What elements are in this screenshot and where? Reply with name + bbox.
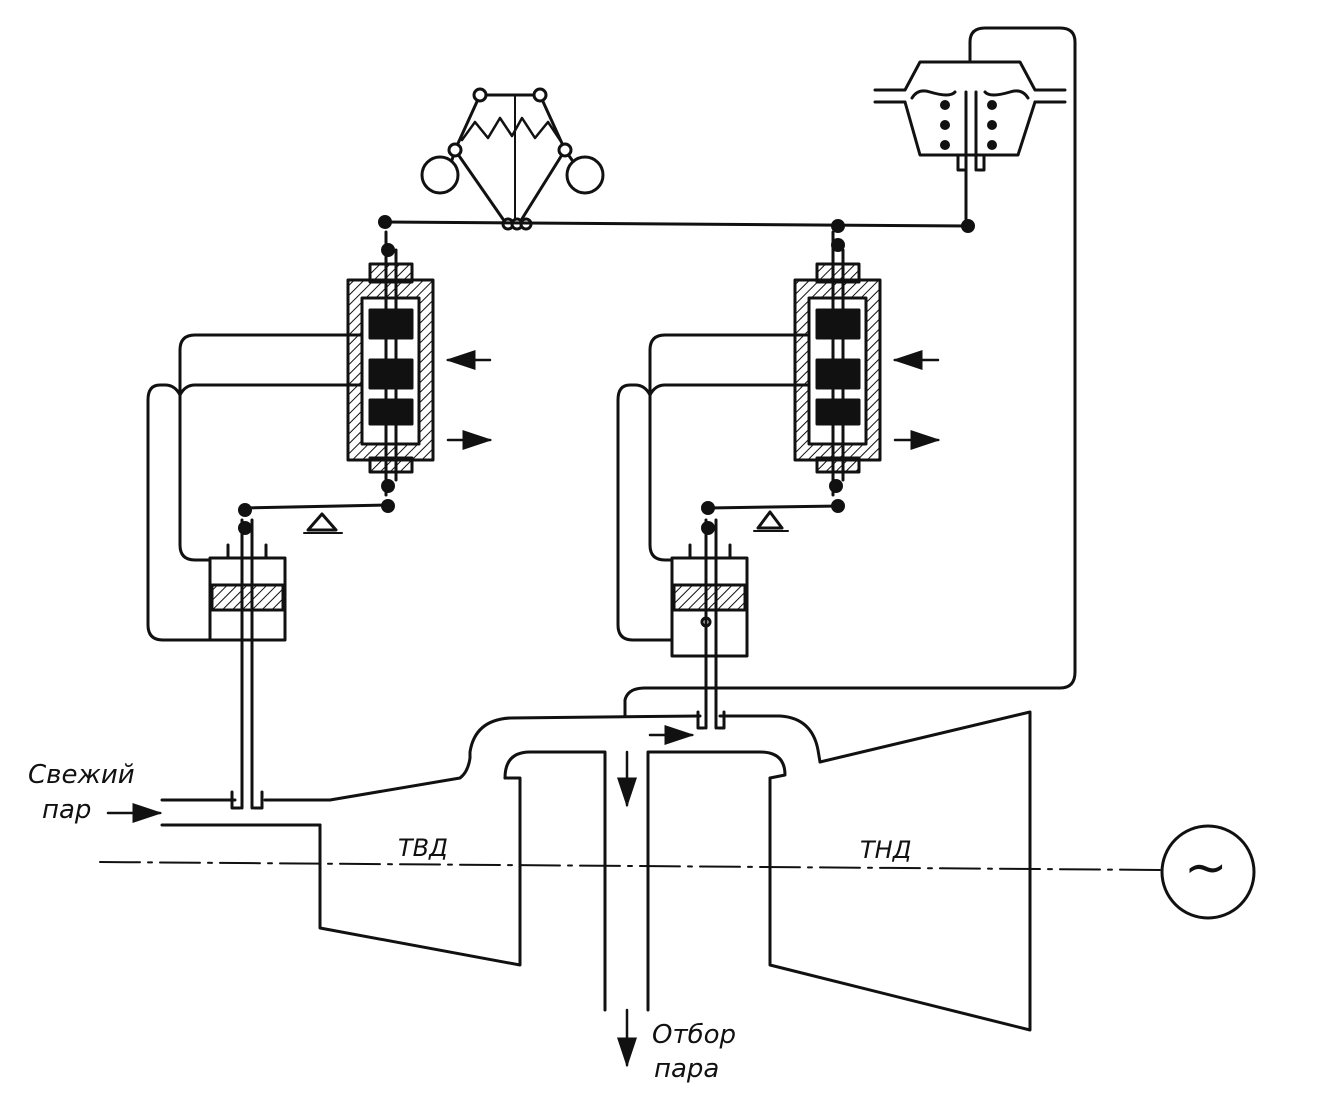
lp-pilot-valve — [793, 230, 882, 497]
lp-feedback-lever — [706, 504, 842, 532]
lp-turbine-label: ТНД — [860, 836, 912, 864]
centrifugal-governor — [420, 87, 605, 231]
generator — [1160, 824, 1256, 920]
fresh-steam-label-line1: Свежий — [28, 760, 135, 790]
linkage-joints — [238, 215, 975, 535]
lp-servomotor — [670, 518, 749, 662]
hp-feedback-lever — [243, 503, 388, 534]
extraction-chamber — [503, 750, 607, 1012]
extraction-label-line1: Отбор — [652, 1020, 737, 1050]
lp-oil-line-lower — [616, 383, 811, 642]
hp-oil-line-upper — [178, 333, 364, 562]
extraction-pressure-impulse-line — [623, 26, 1077, 718]
extraction-pressure-regulator — [873, 60, 1067, 228]
lp-turbine — [768, 710, 1032, 1032]
shaft-centerline — [99, 861, 1166, 871]
extraction-label-line2: пара — [654, 1054, 720, 1084]
hp-pilot-valve — [346, 230, 435, 497]
main-lever — [383, 220, 972, 228]
hp-servomotor — [208, 518, 287, 660]
hp-turbine — [318, 776, 522, 967]
hp-turbine-casing-top — [328, 714, 702, 802]
lp-oil-line-upper — [648, 333, 811, 562]
hp-turbine-label: ТВД — [398, 834, 448, 862]
lp-control-valve — [696, 653, 726, 730]
hp-oil-line-lower — [146, 383, 364, 642]
hp-control-valve — [230, 638, 264, 810]
lp-turbine-casing-top — [718, 714, 822, 764]
generator-symbol: ~ — [1184, 838, 1228, 898]
fresh-steam-label-line2: пар — [42, 795, 92, 825]
fresh-steam-pipe — [106, 798, 332, 827]
